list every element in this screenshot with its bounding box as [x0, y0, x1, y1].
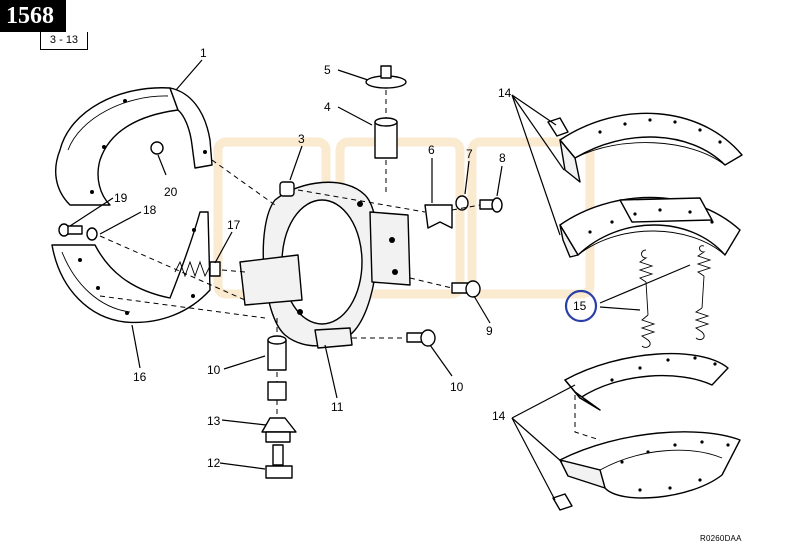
- return-springs: [638, 245, 712, 348]
- plunger: [374, 117, 398, 159]
- callout-17: 17: [227, 218, 241, 232]
- callout-14-upper: 14: [498, 86, 512, 100]
- dust-shield-upper: [54, 87, 213, 206]
- washer-18: [86, 227, 98, 241]
- clip: [424, 204, 453, 229]
- callout-11: 11: [331, 400, 344, 414]
- figure-reference: 3 - 13: [40, 32, 88, 50]
- callout-16: 16: [133, 370, 147, 384]
- page-number: 1568: [0, 0, 66, 32]
- callout-9: 9: [486, 324, 493, 338]
- shoe-rivet-upper: [547, 117, 569, 137]
- callout-7: 7: [466, 147, 473, 161]
- callout-12: 12: [207, 456, 221, 470]
- callout-5: 5: [324, 63, 331, 77]
- callout-10-right: 10: [450, 380, 464, 394]
- callout-13: 13: [207, 414, 221, 428]
- drawing-code: R0260DAA: [700, 534, 742, 543]
- bolt-19: [58, 223, 83, 237]
- highlight-circle: [564, 289, 598, 323]
- cap: [365, 65, 407, 89]
- callout-15: 15: [573, 299, 587, 313]
- callout-6: 6: [428, 143, 435, 157]
- plug: [261, 381, 297, 443]
- callout-3: 3: [298, 132, 305, 146]
- callout-8: 8: [499, 151, 506, 165]
- shoe-rivet-lower: [552, 493, 573, 511]
- callout-4: 4: [324, 100, 331, 114]
- washer: [455, 195, 469, 211]
- callout-14-lower: 14: [492, 409, 506, 423]
- callout-1: 1: [200, 46, 207, 60]
- leader-lines: [69, 59, 691, 501]
- backing-plate: [239, 181, 411, 349]
- bolt-10-right: [406, 329, 436, 347]
- bolt: [479, 197, 503, 213]
- adjuster: [265, 444, 293, 479]
- callout-10-left: 10: [207, 363, 221, 377]
- dust-shield-lower: [51, 211, 211, 324]
- bolt-10-left: [267, 335, 287, 371]
- callout-20: 20: [164, 185, 178, 199]
- callout-labels: 1 20 3 4 5 6 7 8 9 10 10 11 13 12 16 17 …: [114, 46, 598, 470]
- rivet-row-lower: [610, 356, 730, 492]
- callout-19: 19: [114, 191, 128, 205]
- brake-shoe-lower: [559, 352, 741, 499]
- nut: [279, 181, 295, 197]
- rivet-row-upper: [588, 118, 722, 234]
- brake-shoe-upper: [559, 112, 743, 258]
- bolt-9: [451, 280, 481, 298]
- callout-18: 18: [143, 203, 157, 217]
